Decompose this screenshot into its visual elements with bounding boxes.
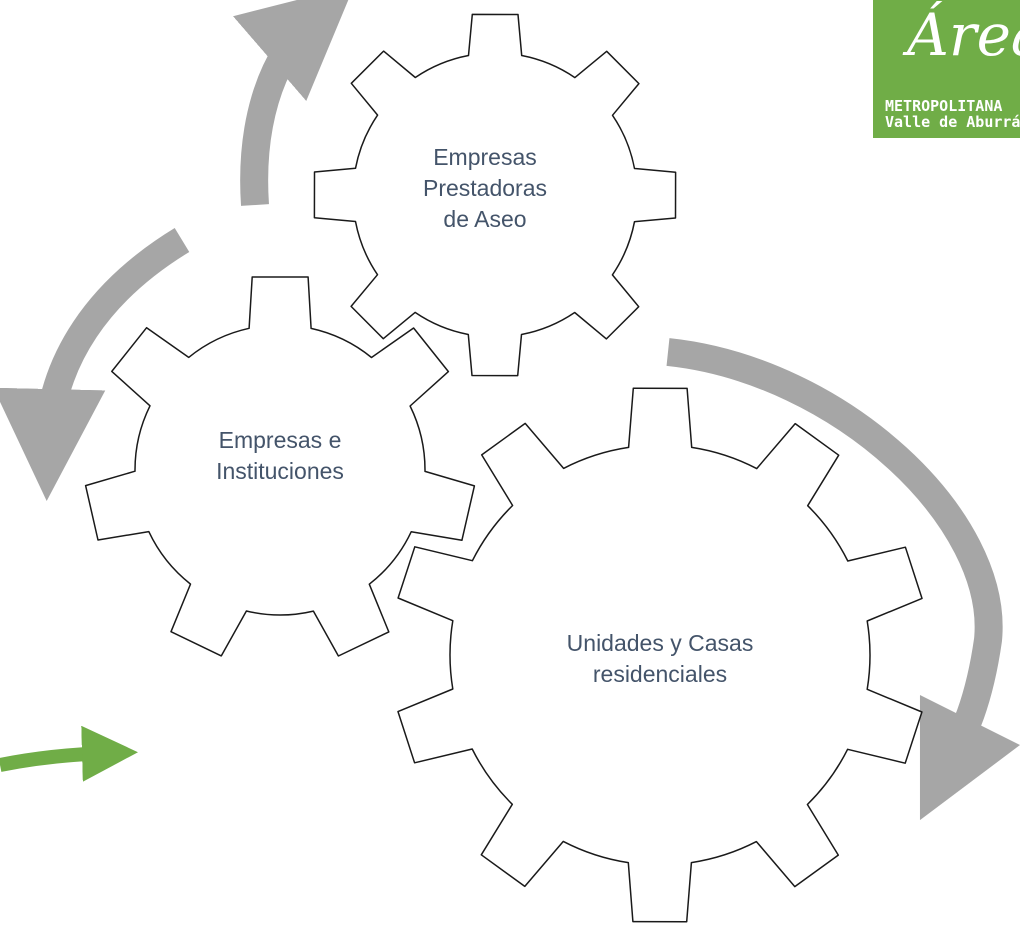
cycle-arrow-left <box>0 228 190 501</box>
gear-unidades-casas-shape <box>397 387 923 923</box>
cycle-arrow-top <box>233 0 355 206</box>
highlight-arrow <box>0 725 138 782</box>
gear-label-empresas-prestadoras: Empresas Prestadoras de Aseo <box>422 144 547 232</box>
gear-empresas-instituciones-shape <box>84 276 476 657</box>
gear-label-unidades-casas: Unidades y Casas residenciales <box>566 630 754 687</box>
logo-script-text: Área <box>907 1 1020 69</box>
area-metropolitana-logo: Área METROPOLITANA Valle de Aburrá <box>873 0 1020 138</box>
cycle-arrow-right <box>666 338 1020 821</box>
logo-line-1: METROPOLITANA <box>885 97 1003 115</box>
logo-line-2: Valle de Aburrá <box>885 113 1020 131</box>
gear-empresas-prestadoras-shape <box>313 13 677 377</box>
gear-label-empresas-instituciones: Empresas e Instituciones <box>216 427 344 484</box>
